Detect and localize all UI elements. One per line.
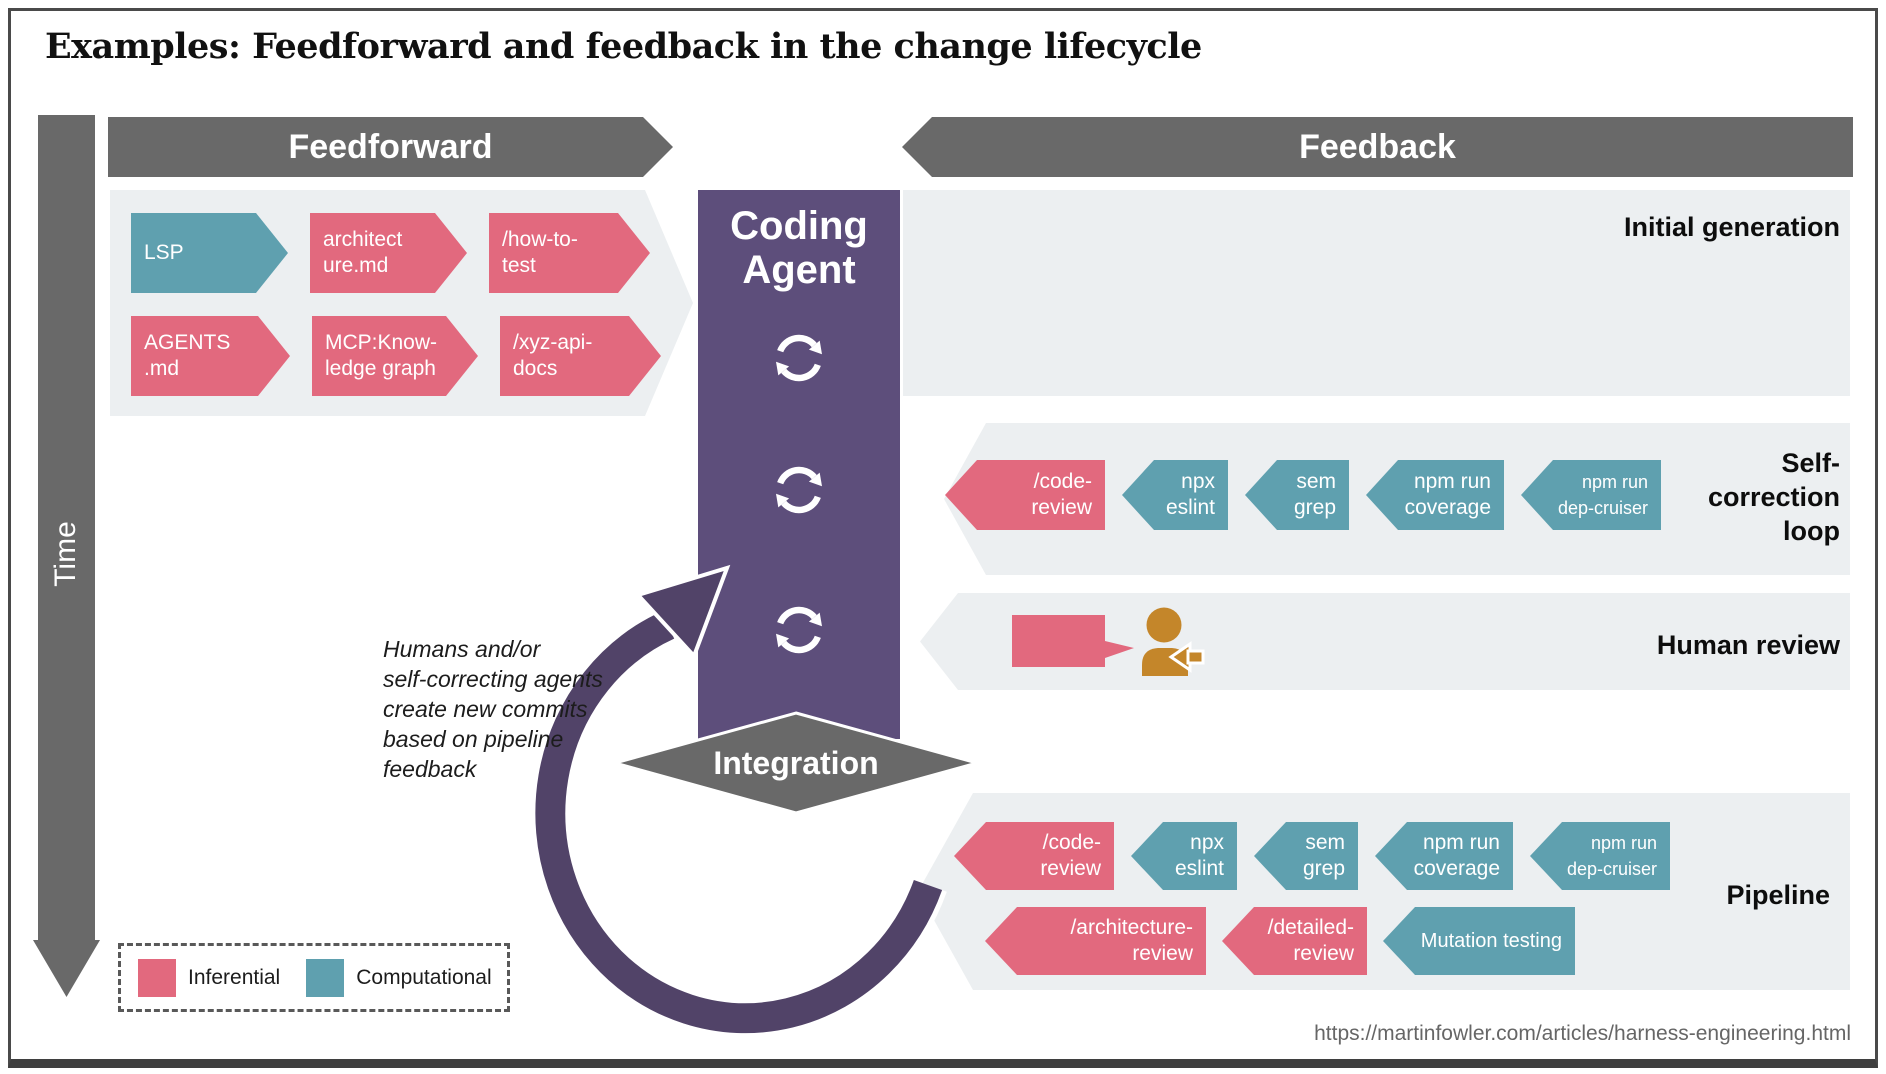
source-url: https://martinfowler.com/articles/harnes… — [1314, 1022, 1851, 1045]
step-arrow-inferential: /how-to- test — [489, 213, 650, 293]
step-arrow-inferential: MCP:Know- ledge graph — [312, 316, 478, 396]
step-arrow-inferential: /architecture- review — [985, 907, 1206, 975]
step-arrow-label: AGENTS .md — [144, 331, 231, 380]
step-arrow-label: sem grep — [1302, 831, 1345, 880]
step-arrow-computational: npx eslint — [1131, 822, 1237, 890]
step-arrow-computational: npm run dep-cruiser — [1521, 460, 1661, 530]
self-correction-items: /code- review npx eslint sem grep npm run c… — [945, 460, 1661, 530]
legend-label-computational: Computational — [356, 965, 492, 989]
step-arrow-computational: Mutation testing — [1383, 907, 1575, 975]
step-arrow-inferential: AGENTS .md — [131, 316, 290, 396]
step-arrow-label: npm run dep-cruiser — [1557, 472, 1648, 518]
step-arrow-computational: sem grep — [1254, 822, 1358, 890]
step-arrow-label: LSP — [144, 241, 184, 264]
step-arrow-label: /code- review — [1040, 831, 1101, 880]
legend: Inferential Computational — [118, 943, 510, 1012]
feedforward-header-arrow: Feedforward — [108, 117, 673, 177]
human-review-label: Human review — [1656, 630, 1840, 660]
coding-agent-column: Coding Agent — [698, 190, 900, 739]
time-axis-arrowhead — [33, 940, 100, 997]
feedforward-row: LSP architect ure.md/how-to- test — [131, 213, 661, 293]
initial-generation-label: Initial generation — [1623, 212, 1840, 242]
annotation-text: Humans and/or self-correcting agents cre… — [383, 636, 603, 782]
step-arrow-computational: LSP — [131, 213, 288, 293]
feedforward-header-label: Feedforward — [288, 127, 493, 166]
pipeline-label: Pipeline — [1726, 880, 1830, 910]
step-arrow-inferential: /detailed- review — [1222, 907, 1367, 975]
step-arrow-computational: npx eslint — [1122, 460, 1228, 530]
legend-swatch-computational — [306, 958, 345, 997]
time-axis-arrow — [38, 115, 95, 945]
self-correction-label: Self- correction loop — [1707, 448, 1840, 546]
step-arrow-label: MCP:Know- ledge graph — [325, 331, 438, 380]
step-arrow-inferential: architect ure.md — [310, 213, 467, 293]
legend-swatch-inferential — [138, 958, 176, 997]
cycle-icon — [776, 606, 822, 654]
time-axis-label: Time — [49, 521, 82, 587]
step-arrow-computational: npm run coverage — [1375, 822, 1513, 890]
step-arrow-label: sem grep — [1293, 470, 1336, 519]
feedforward-row: AGENTS .md MCP:Know- ledge graph/xyz-api-… — [131, 316, 661, 396]
step-arrow-label: Mutation testing — [1420, 930, 1562, 952]
step-arrow-computational: npm run dep-cruiser — [1530, 822, 1670, 890]
pipeline-items-row1: /code- review npx eslint sem grep npm run c… — [954, 822, 1670, 890]
step-arrow-label: npm run coverage — [1413, 831, 1500, 880]
coding-agent-label: Coding Agent — [730, 204, 868, 292]
step-arrow-inferential: /code- review — [954, 822, 1114, 890]
step-arrow-label: npm run coverage — [1404, 470, 1491, 519]
step-arrow-inferential: /xyz-api- docs — [500, 316, 661, 396]
cycle-icon — [776, 334, 822, 382]
step-arrow-label: /how-to- test — [502, 228, 578, 277]
step-arrow-label: npx eslint — [1174, 831, 1224, 880]
pipeline-items-row2: /architecture- review/detailed- review Mu… — [985, 907, 1575, 975]
step-arrow-label: npm run dep-cruiser — [1566, 833, 1657, 879]
step-arrow-computational: sem grep — [1245, 460, 1349, 530]
page-title: Examples: Feedforward and feedback in th… — [45, 26, 1202, 67]
legend-label-inferential: Inferential — [188, 965, 281, 989]
step-arrow-inferential: /code- review — [945, 460, 1105, 530]
integration-label: Integration — [713, 744, 879, 781]
step-arrow-label: /architecture- review — [1070, 916, 1193, 965]
step-arrow-computational: npm run coverage — [1366, 460, 1504, 530]
step-arrow-label: architect ure.md — [323, 228, 403, 277]
step-arrow-label: /code- review — [1031, 470, 1092, 519]
feedback-header-arrow: Feedback — [902, 117, 1853, 177]
step-arrow-label: /xyz-api- docs — [513, 331, 593, 380]
feedback-header-label: Feedback — [1299, 127, 1456, 166]
cycle-icon — [776, 466, 822, 514]
step-arrow-label: npx eslint — [1165, 470, 1215, 519]
step-arrow-label: /detailed- review — [1267, 916, 1354, 965]
initial-generation-panel — [903, 190, 1850, 396]
